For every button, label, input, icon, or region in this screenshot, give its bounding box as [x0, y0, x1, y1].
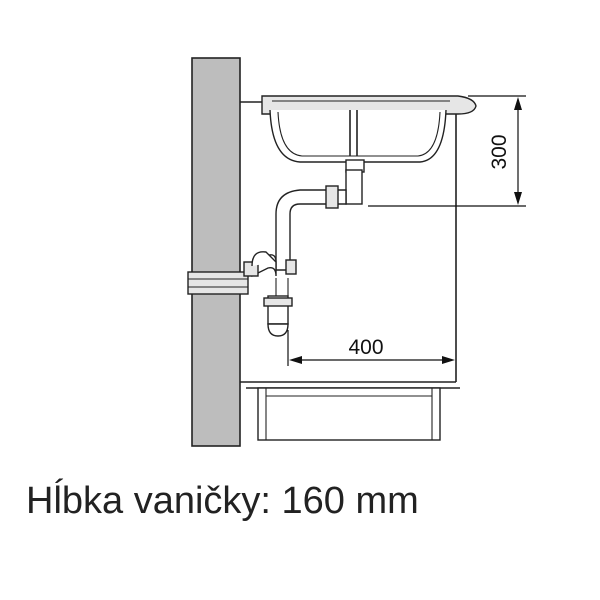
wall-drain-pipe: [187, 271, 249, 295]
dimension-width: [287, 330, 455, 366]
sink-installation-diagram: 300 400: [187, 57, 526, 447]
wall: [191, 57, 241, 447]
dimension-height: [368, 95, 526, 207]
cabinet: [240, 101, 460, 441]
siphon: [243, 169, 363, 337]
dimension-height-label: 300: [488, 134, 511, 169]
dimension-width-label: 400: [348, 336, 383, 359]
basin-depth-caption: Hĺbka vaničky: 160 mm: [26, 480, 419, 522]
sink: [261, 95, 477, 173]
